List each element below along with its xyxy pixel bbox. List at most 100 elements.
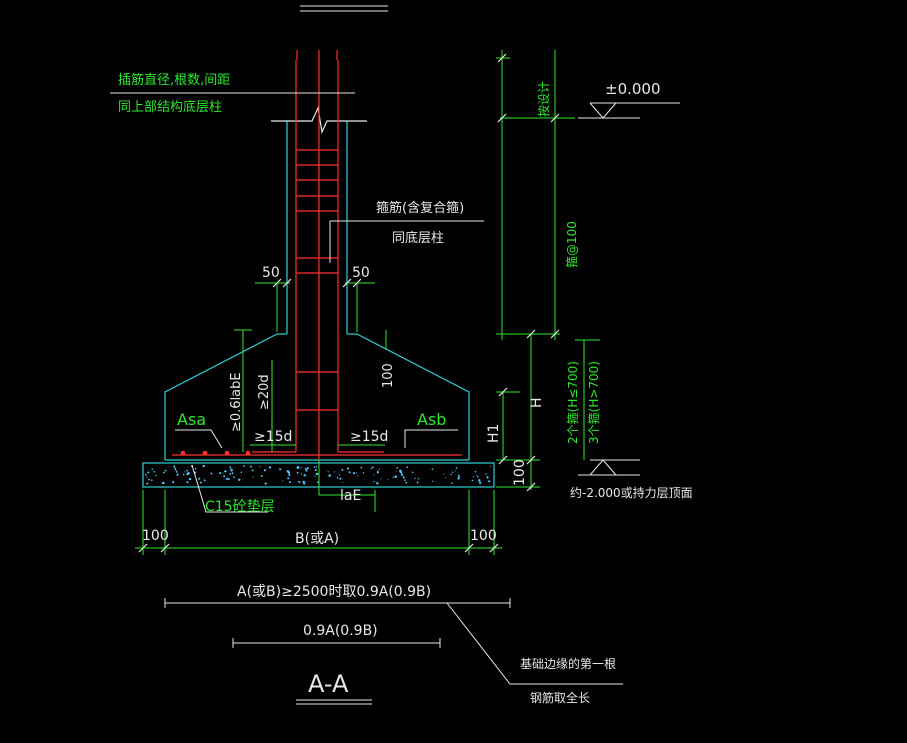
- cushion-speckle: [348, 471, 351, 474]
- cushion-speckle: [401, 474, 404, 477]
- cushion-speckle: [153, 471, 156, 473]
- cushion-speckle: [334, 471, 336, 473]
- level-symbol-top: [578, 102, 680, 119]
- cushion-speckle: [198, 477, 201, 480]
- cushion-speckle: [387, 479, 389, 481]
- cushion-speckle: [303, 474, 306, 477]
- cushion-speckle: [231, 472, 234, 475]
- cushion-speckle: [252, 476, 254, 478]
- dim-anchor-06: ≥0.6labE: [229, 372, 244, 432]
- cushion-speckle: [279, 468, 282, 471]
- cushion-speckle: [164, 469, 167, 472]
- dim-h1: H1: [486, 424, 502, 443]
- cushion-speckle: [203, 479, 206, 482]
- cushion-speckle: [296, 471, 299, 474]
- cushion-speckle: [229, 473, 232, 475]
- cushion-speckle: [431, 468, 434, 470]
- cushion-speckle: [405, 481, 407, 484]
- cushion-speckle: [194, 467, 197, 470]
- cushion-speckle: [200, 481, 202, 484]
- cushion-speckle: [489, 465, 492, 467]
- cushion-speckle: [249, 465, 252, 468]
- cushion-speckle: [182, 473, 185, 476]
- cushion-speckle: [373, 481, 375, 483]
- cushion-speckle: [313, 466, 316, 468]
- cushion-speckle: [176, 471, 178, 473]
- cushion-speckle: [357, 475, 359, 477]
- leader-lines: [110, 92, 623, 685]
- cushion-speckle: [478, 479, 481, 482]
- cushion-speckle: [445, 477, 447, 479]
- cushion-speckle: [478, 481, 482, 484]
- stirrup-note-line1: 箍筋(含复合箍): [376, 200, 464, 216]
- cushion-speckle: [336, 476, 339, 479]
- cushion-speckle: [376, 471, 379, 474]
- cushion-speckle: [222, 472, 224, 474]
- cushion-speckle: [394, 475, 398, 478]
- cushion-speckle: [471, 479, 474, 482]
- level-symbol-bottom: [578, 459, 640, 476]
- cushion-speckle: [282, 480, 284, 482]
- cushion-speckle: [477, 476, 479, 478]
- cushion-speckle: [145, 473, 147, 476]
- cushion-speckle: [360, 466, 363, 469]
- cushion-speckle: [223, 475, 226, 478]
- cushion-speckle: [328, 474, 331, 477]
- dowel-note-line2: 同上部结构底层柱: [118, 99, 222, 115]
- cushion-speckle: [287, 477, 290, 480]
- dim-slope-100: 100: [381, 363, 396, 388]
- cushion-speckle: [162, 471, 165, 474]
- cushion-speckle: [300, 473, 303, 475]
- dim-offset-left: 50: [262, 265, 280, 281]
- cushion-speckle: [346, 467, 350, 470]
- cushion-speckle: [392, 476, 395, 479]
- cushion-speckle: [457, 477, 460, 480]
- cushion-speckle: [251, 469, 254, 472]
- dim-pad-left: 100: [142, 528, 169, 544]
- cushion-speckle: [229, 466, 231, 468]
- cushion-speckle: [187, 471, 190, 475]
- cushion-speckle: [227, 477, 230, 481]
- cushion-speckle: [314, 475, 316, 477]
- cushion-speckle: [288, 473, 291, 477]
- cushion-speckle: [417, 477, 420, 480]
- cushion-speckle: [338, 474, 340, 476]
- cushion-speckle: [287, 471, 291, 475]
- cushion-speckle: [342, 481, 344, 483]
- cushion-speckle: [151, 468, 154, 471]
- cushion-speckle: [402, 476, 405, 479]
- cushion-speckle: [260, 475, 263, 477]
- cushion-speckle: [395, 471, 397, 473]
- label-stirrup-spacing: 箍@100: [564, 221, 579, 268]
- cushion-speckle: [186, 469, 188, 472]
- cushion-speckle: [229, 467, 232, 469]
- cushion-speckle: [177, 474, 179, 476]
- dim-h: H: [529, 397, 545, 408]
- cushion-speckle: [406, 466, 409, 469]
- cushion-layer-label: C15砼垫层: [205, 499, 275, 515]
- cushion-speckle: [485, 473, 487, 475]
- dimension-ticks: [138, 53, 560, 553]
- cushion-speckle: [147, 471, 150, 474]
- dim-hook-left: ≥15d: [254, 429, 292, 445]
- cushion-speckle: [450, 473, 452, 476]
- cushion-speckle: [314, 469, 317, 472]
- rule-short-text: 0.9A(0.9B): [303, 623, 378, 639]
- cushion-speckle: [411, 471, 414, 474]
- top-title-underline: [300, 5, 388, 12]
- cushion-speckle: [399, 470, 403, 474]
- cushion-speckle: [184, 471, 186, 473]
- cushion-speckle: [458, 475, 461, 478]
- rebar-asb-label: Asb: [417, 410, 446, 429]
- cushion-speckle: [238, 478, 241, 481]
- bottom-rebar-dots: [180, 450, 251, 456]
- annotation-texts: 插筋直径,根数,间距 同上部结构底层柱 箍筋(含复合箍) 同底层柱 Asa As…: [118, 72, 616, 705]
- rule-long-text: A(或B)≥2500时取0.9A(0.9B): [237, 584, 431, 600]
- cushion-speckle: [230, 469, 233, 472]
- cushion-speckle: [224, 470, 226, 473]
- rebar-asa-label: Asa: [177, 410, 206, 429]
- cushion-speckle: [219, 472, 222, 475]
- dowel-note-line1: 插筋直径,根数,间距: [118, 72, 230, 88]
- cushion-speckle: [210, 472, 213, 475]
- cushion-speckle: [306, 467, 309, 470]
